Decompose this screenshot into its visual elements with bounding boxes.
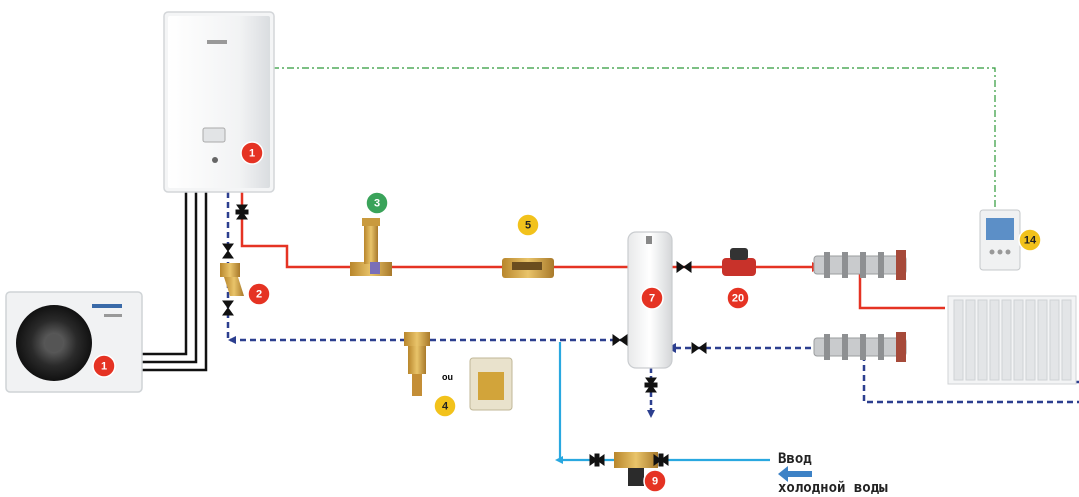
- badge-outdoor-unit: 1: [92, 354, 116, 378]
- valve-return-bottom: [222, 300, 234, 316]
- control-wire: [272, 67, 996, 210]
- badge-water-inlet: 9: [643, 469, 667, 493]
- or-label: ou: [442, 372, 453, 382]
- valve-drain: [644, 377, 658, 393]
- return-line-radiator: [862, 355, 1079, 404]
- badge-number: 5: [525, 220, 531, 232]
- badge-flow-meter: 5: [516, 213, 540, 237]
- badge-number: 7: [649, 293, 655, 305]
- badge-pump: 20: [726, 286, 750, 310]
- strainer: [220, 263, 244, 296]
- valve-supply-top: [235, 204, 249, 220]
- valve-cold-left: [589, 453, 605, 467]
- return-arrow-left: [228, 336, 236, 344]
- badge-expansion: 3: [365, 191, 389, 215]
- valve-cold-right: [653, 453, 669, 467]
- badge-circle: [247, 282, 271, 306]
- badge-circle: [726, 286, 750, 310]
- valve-return-right: [691, 342, 707, 354]
- cold-water-caption-line2: холодной воды: [778, 480, 888, 496]
- badge-circle: [643, 469, 667, 493]
- cold-water-arrow: [555, 456, 563, 464]
- supply-line-radiator: [858, 274, 945, 310]
- cold-water-caption-line1: Ввод: [778, 451, 812, 467]
- badge-number: 4: [442, 401, 449, 413]
- valve-pump-inlet: [676, 261, 692, 273]
- badge-number: 14: [1024, 235, 1037, 247]
- supply-manifold: [813, 250, 907, 280]
- badge-number: 3: [374, 198, 380, 210]
- badge-buffer-tank: 7: [640, 286, 664, 310]
- badge-number: 1: [101, 361, 107, 373]
- badge-circle: [365, 191, 389, 215]
- badge-number: 2: [256, 289, 262, 301]
- badges: 1 1 2 3 4 5 7 9 14 20: [92, 141, 1042, 493]
- valve-return-top: [222, 243, 234, 259]
- badge-number: 9: [652, 476, 658, 488]
- badge-indoor-unit: 1: [240, 141, 264, 165]
- room-thermostat: [979, 209, 1021, 271]
- badge-circle: [433, 394, 457, 418]
- badge-number: 1: [249, 148, 255, 160]
- flow-meter: [502, 258, 554, 278]
- valve-tank-return: [612, 334, 628, 346]
- badge-circle: [640, 286, 664, 310]
- badge-circle: [92, 354, 116, 378]
- circulation-pump: [722, 248, 756, 276]
- radiator: [947, 295, 1077, 385]
- indoor-unit: [163, 11, 275, 193]
- badge-thermostat: 14: [1018, 228, 1042, 252]
- water-inlet-group: [614, 452, 658, 486]
- magnetic-filter: [404, 332, 430, 396]
- badge-number: 20: [732, 293, 744, 305]
- badge-circle: [516, 213, 540, 237]
- expansion-device: [350, 218, 392, 276]
- badge-filter: 4: [433, 394, 457, 418]
- badge-circle: [240, 141, 264, 165]
- cold-water-inlet-arrow-icon: [778, 466, 812, 482]
- valves: [222, 204, 707, 467]
- refrigerant-lines: [142, 192, 208, 372]
- badge-strainer: 2: [247, 282, 271, 306]
- badge-circle: [1018, 228, 1042, 252]
- return-manifold: [813, 332, 907, 362]
- alternative-filter: [469, 357, 513, 411]
- outdoor-unit: [5, 291, 143, 393]
- drain-arrow: [647, 410, 655, 418]
- supply-line: [240, 190, 812, 269]
